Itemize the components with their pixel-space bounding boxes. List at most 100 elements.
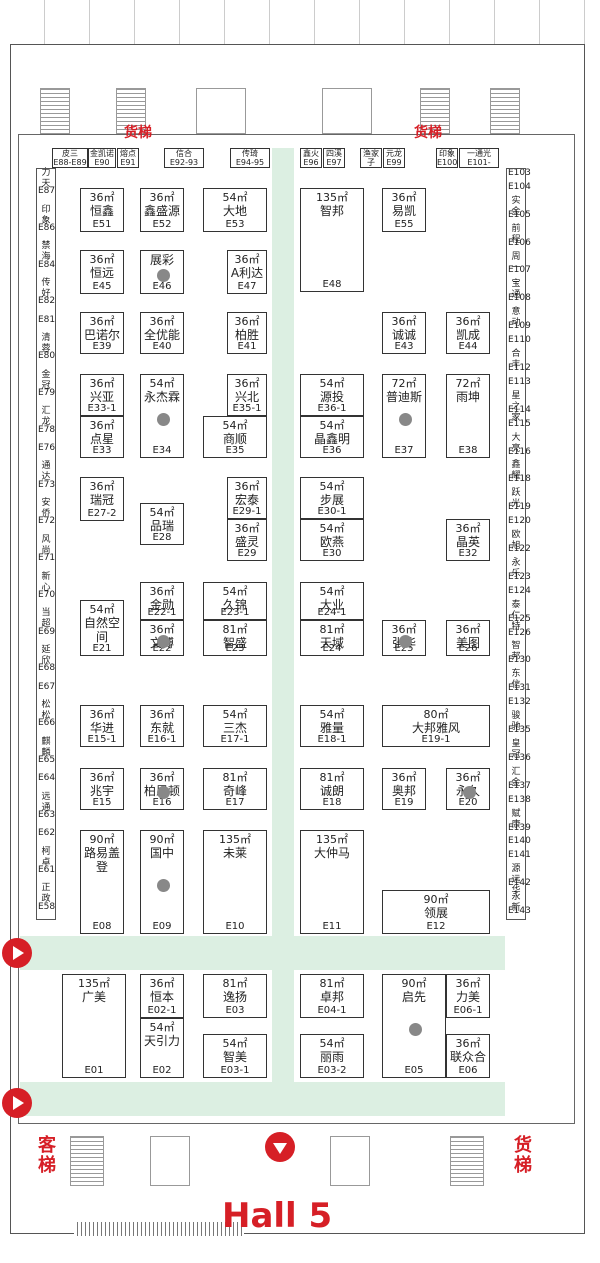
side_left-label: E84 xyxy=(38,259,56,270)
booth-name: 奥邦 xyxy=(391,784,416,798)
side_right-label: E137 xyxy=(508,780,531,791)
elevator-top-2 xyxy=(322,88,372,134)
entrance-arrow-bottom[interactable] xyxy=(265,1132,295,1162)
booth-E25[interactable]: 36㎡张华E25 xyxy=(382,620,426,656)
booth-E20[interactable]: 36㎡永久E20 xyxy=(446,768,490,810)
booth-id: E08 xyxy=(92,921,112,932)
booth-E22[interactable]: 36㎡文搏E22 xyxy=(140,620,184,656)
booth-name: 普迪斯 xyxy=(385,390,422,404)
booth-name: 兴亚 xyxy=(89,390,114,404)
booth-name: 宏泰 xyxy=(234,493,259,507)
booth-id: E19-1 xyxy=(421,734,451,745)
entrance-arrow-left-1[interactable] xyxy=(2,938,32,968)
booth-size: 72㎡ xyxy=(391,377,417,390)
booth-E16[interactable]: 36㎡柏思顿E16 xyxy=(140,768,184,810)
booth-size: 36㎡ xyxy=(89,253,115,266)
booth-size: 54㎡ xyxy=(222,585,248,598)
booth-size: 80㎡ xyxy=(423,708,449,721)
side_left-label: 正政 xyxy=(41,883,51,905)
side_left-label: 新心 xyxy=(41,571,51,593)
booth-size: 54㎡ xyxy=(319,480,345,493)
side_left-label: 安侨 xyxy=(41,498,51,520)
booth-name: 路易盖登 xyxy=(83,846,120,874)
side_left-label: E61 xyxy=(38,864,56,875)
entrance-arrow-left-2[interactable] xyxy=(2,1088,32,1118)
booth-id: E33 xyxy=(92,445,112,456)
top-booth-E98[interactable]: 渔家子E98 xyxy=(360,148,382,168)
booth-size: 54㎡ xyxy=(222,191,248,204)
side_right-label: E119 xyxy=(508,502,531,513)
